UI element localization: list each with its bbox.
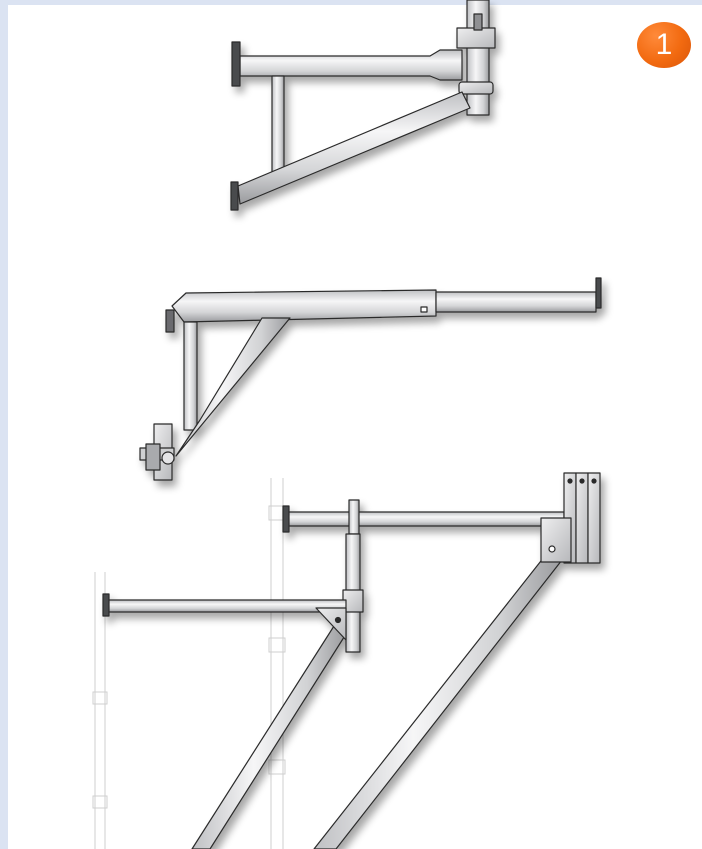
connector-bolt [548,545,556,553]
short-diagonal-brace [191,625,347,849]
ghost-rosette [92,691,108,705]
adjustable-post-upper [348,499,360,535]
bracket-diagonal-strut [237,91,471,205]
bracket-end-plate [231,41,241,87]
wall-plate [587,472,601,564]
telescopic-cantilever-bracket [139,277,602,481]
brace-connector-plate [540,517,572,563]
outer-beam [171,289,437,323]
figure-number-badge: 1 [637,22,691,68]
coupler-wedge [473,13,483,31]
gusset-bolt [334,616,342,624]
ghost-rosette [92,795,108,809]
ghost-rosette [268,637,286,653]
plate-bolt [579,478,585,484]
plate-bolt [591,478,597,484]
bracket-horizontal-arm [239,49,463,81]
upper-arm-end-plate [282,505,290,533]
telescopic-inner-tube [435,291,597,313]
ghost-rosette [268,759,286,775]
wall-mounted-bracket [230,0,496,211]
cantilever-vertical-post [183,321,198,431]
bracket-vertical-post [271,75,285,179]
telescopic-end-stop [595,277,602,309]
strut-foot-plate [230,181,239,211]
gusset-plate [315,607,347,641]
ghost-standards [92,478,286,849]
bracket-bottom-coupler [458,81,494,95]
locking-hole [420,306,428,313]
cantilever-diagonal-brace [175,317,291,457]
clamp-jaw [145,443,161,471]
lower-horizontal-arm [107,599,347,613]
upper-horizontal-arm [287,511,565,527]
braced-brackets-on-standards [92,472,601,849]
beam-end-plate [165,309,175,333]
lower-arm-end-plate [102,593,110,617]
plate-bolt [567,478,573,484]
bracket-top-coupler [456,27,496,49]
clamp-bolt [161,451,175,465]
wall-plate [575,472,589,564]
